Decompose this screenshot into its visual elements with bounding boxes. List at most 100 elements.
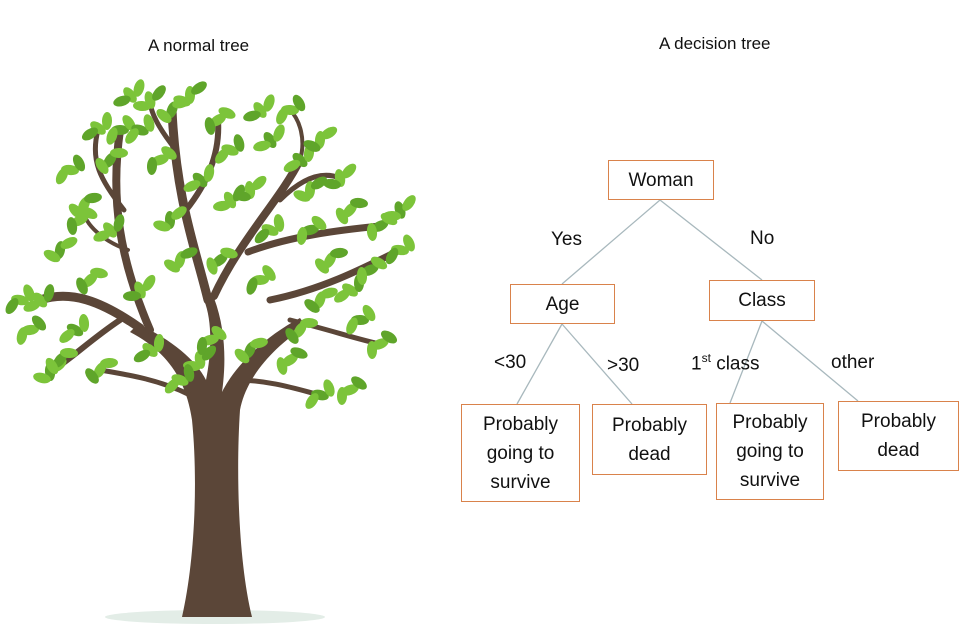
leaf-shape xyxy=(78,314,90,332)
node-age: Age xyxy=(510,284,615,324)
leaf-shape xyxy=(350,197,368,209)
leaf-shape xyxy=(161,146,177,160)
first-class-ordinal: st xyxy=(701,351,711,365)
edge-label-lt30: <30 xyxy=(494,352,527,373)
first-class-number: 1 xyxy=(691,353,702,375)
leaf-shape xyxy=(262,265,276,281)
leaf-shape xyxy=(156,108,172,124)
leaf-shape xyxy=(142,343,158,357)
leaf-shape xyxy=(385,247,399,265)
leaf-shape xyxy=(320,126,338,140)
leaf-shape xyxy=(196,337,208,355)
leaf-shape xyxy=(192,172,208,188)
leaf-shape xyxy=(113,95,131,107)
leaf-shape xyxy=(183,180,201,192)
leaf-shape xyxy=(346,317,358,335)
leaf-shape xyxy=(45,357,59,375)
leaf-shape xyxy=(253,140,271,152)
leaf-shape xyxy=(133,79,145,97)
node-woman: Woman xyxy=(608,160,714,200)
leaf-shape xyxy=(133,349,151,363)
edge-lines xyxy=(516,199,859,405)
leaf-shape xyxy=(5,297,19,315)
leaf-shape xyxy=(206,257,218,275)
leaf-shape xyxy=(250,337,268,349)
leaf-shape xyxy=(100,357,118,369)
leaf-shape xyxy=(152,85,166,101)
leaf-shape xyxy=(366,341,378,359)
leaf-shape xyxy=(314,258,330,274)
leaf-shape xyxy=(146,157,158,175)
leaf-shape xyxy=(233,190,251,202)
edge-label-yes: Yes xyxy=(551,229,582,250)
leaf-shape xyxy=(164,259,180,273)
leaf-shape xyxy=(180,247,198,259)
leaf-shape xyxy=(153,334,165,352)
leaf-shape xyxy=(276,107,288,125)
edge-label-other: other xyxy=(831,352,875,373)
leaf-shape xyxy=(106,127,118,145)
leaf-shape xyxy=(285,328,299,344)
leaf-shape xyxy=(143,114,155,132)
leaf-shape xyxy=(90,267,108,279)
leaf-shape xyxy=(234,348,250,364)
leaf-shape xyxy=(133,100,151,112)
leaf-shape xyxy=(243,110,261,122)
leaf-shape xyxy=(366,223,378,241)
leaf-shape xyxy=(101,112,113,130)
leaf-shape xyxy=(342,283,358,297)
leaf-shape xyxy=(32,292,48,308)
leaf-shape xyxy=(362,304,376,322)
leaf-shape xyxy=(290,347,308,359)
tree-illustration xyxy=(5,79,416,624)
leaf-shape xyxy=(142,274,156,292)
leaf-shape xyxy=(305,393,319,409)
leaf-shape xyxy=(164,378,180,394)
leaf-shape xyxy=(320,287,338,299)
leaf-shape xyxy=(300,317,318,329)
decision-tree-title: A decision tree xyxy=(659,34,771,53)
node-leaf-survive-2: Probably going to survive xyxy=(716,403,824,500)
leaf-shape xyxy=(323,178,341,190)
leaf-shape xyxy=(276,357,288,375)
leaf-shape xyxy=(204,117,216,135)
decision-tree-diagram: Woman Age Class Probably going to surviv… xyxy=(440,0,965,643)
leaf-shape xyxy=(341,163,357,179)
edge-root-class xyxy=(659,199,763,281)
leaf-shape xyxy=(370,256,388,270)
leaf-shape xyxy=(383,210,401,222)
leaf-shape xyxy=(110,147,128,159)
leaf-shape xyxy=(335,207,349,225)
leaf-shape xyxy=(16,327,28,345)
leaf-shape xyxy=(125,128,139,144)
leaf-shape xyxy=(273,214,285,232)
leaf-shape xyxy=(323,379,335,397)
node-leaf-survive-1: Probably going to survive xyxy=(461,404,580,502)
tree-leaves xyxy=(5,79,416,409)
node-leaf-dead-1: Probably dead xyxy=(592,404,707,475)
leaf-shape xyxy=(218,107,236,119)
tree-trunk xyxy=(130,298,306,617)
leaf-shape xyxy=(103,222,117,238)
leaf-shape xyxy=(213,200,231,212)
normal-tree-title: A normal tree xyxy=(148,36,250,55)
leaf-shape xyxy=(380,330,398,344)
leaf-shape xyxy=(60,237,78,249)
leaf-shape xyxy=(310,176,328,190)
leaf-shape xyxy=(336,387,348,405)
leaf-shape xyxy=(292,152,308,168)
leaf-shape xyxy=(191,81,207,95)
leaf-shape xyxy=(303,140,321,152)
leaf-shape xyxy=(253,102,267,118)
leaf-shape xyxy=(273,124,285,142)
leaf-shape xyxy=(254,228,270,244)
leaf-shape xyxy=(293,190,311,202)
leaf-shape xyxy=(85,368,99,384)
leaf-shape xyxy=(356,267,368,285)
edge-class-leaf3 xyxy=(729,320,763,404)
edge-label-no: No xyxy=(750,228,775,249)
leaf-shape xyxy=(31,315,47,331)
leaf-shape xyxy=(123,290,141,302)
leaf-shape xyxy=(93,230,111,242)
leaf-shape xyxy=(43,249,61,263)
